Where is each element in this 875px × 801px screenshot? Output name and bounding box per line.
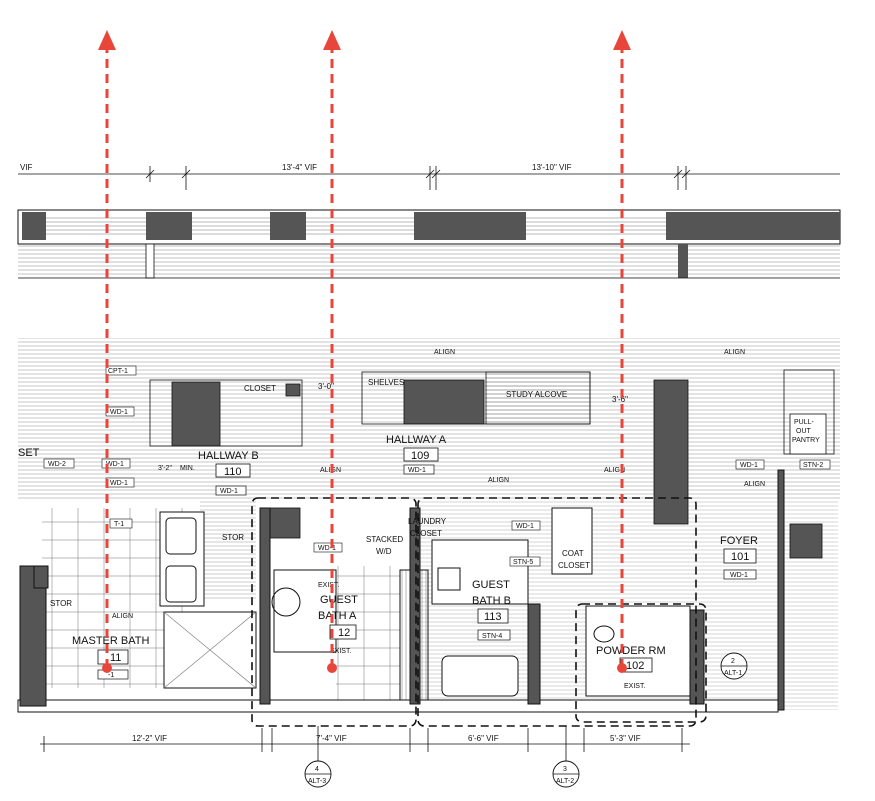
align-note-6: ALIGN [744, 481, 765, 488]
label-coat-1: COAT [562, 549, 584, 558]
label-min: MIN. [180, 465, 195, 472]
section-marker-4-sheet: ALT-3 [308, 778, 326, 785]
section-marker-3-number: 3 [563, 766, 567, 773]
room-foyer-number: 101 [731, 551, 749, 563]
tag-wd-1-f: WD-1 [740, 462, 758, 469]
label-stacked-2: W/D [376, 547, 392, 556]
label-pantry-3: PANTRY [792, 437, 820, 444]
label-dim-3-2: 3'-2" [158, 465, 172, 472]
room-master-bath-name: MASTER BATH [72, 635, 149, 647]
room-foyer-finish: WD-1 [730, 572, 748, 579]
room-hallway-a-name: HALLWAY A [386, 434, 447, 446]
label-coat-2: CLOSET [558, 561, 590, 570]
label-laundry-1: LAUNDRY [408, 517, 447, 526]
label-dim-3-6: 3'-6" [612, 395, 628, 404]
tag-wd-1-c: WD-1 [110, 480, 128, 487]
bottom-dim-2: 7'-4" VIF [316, 734, 347, 743]
interior-walls [171, 379, 823, 559]
tag-cpt-1: CPT-1 [108, 368, 128, 375]
exist-note-1: EXIST. [318, 582, 339, 589]
arrow-heads [98, 30, 631, 50]
room-hallway-a-finish: WD-1 [408, 467, 426, 474]
dashed-boundaries [251, 497, 707, 727]
bottom-dimension-line [40, 728, 690, 752]
room-guest-bath-a-line1: GUEST [320, 594, 358, 606]
exterior-wall [17, 209, 841, 279]
room-hallway-b-name: HALLWAY B [198, 450, 259, 462]
arrow-head-middle [323, 30, 341, 50]
room-master-bath-number: 11 [110, 652, 121, 664]
label-pantry-1: PULL- [794, 419, 815, 426]
room-guest-bath-a-line2: BATH A [318, 610, 357, 622]
tag-wd-1-b: WD-1 [106, 461, 124, 468]
tag-wd-1-d: WD-1 [318, 545, 336, 552]
bottom-dim-3: 6'-6" VIF [468, 734, 499, 743]
room-hallway-a-number: 109 [411, 450, 429, 462]
top-dimension-line [18, 166, 840, 190]
room-master-bath-finish: -1 [108, 672, 114, 679]
top-dim-mid: 13'-4" VIF [282, 163, 317, 172]
align-note-4: ALIGN [488, 477, 509, 484]
tag-t-1: T-1 [114, 521, 124, 528]
section-marker-4-number: 4 [315, 766, 319, 773]
bathroom-zone [42, 507, 691, 706]
top-dim-left: VIF [20, 163, 33, 172]
arrow-origins[interactable] [102, 663, 627, 673]
room-guest-bath-b-number: 113 [484, 611, 502, 623]
label-pantry-2: OUT [796, 428, 812, 435]
section-marker-4[interactable]: 4 ALT-3 [304, 726, 332, 788]
room-guest-bath-b-line2: BATH B [472, 595, 511, 607]
align-note-2: ALIGN [724, 349, 745, 356]
label-stacked-1: STACKED [366, 535, 403, 544]
closet-outlines [149, 369, 835, 455]
room-guest-bath-b-line1: GUEST [472, 579, 510, 591]
tag-stn-5: STN-5 [513, 559, 533, 566]
label-stor-2: STOR [50, 599, 72, 608]
tag-wd-1-e: WD-1 [516, 523, 534, 530]
room-powder-rm-name: POWDER RM [596, 645, 666, 657]
red-arrows [105, 50, 624, 668]
align-note-5: ALIGN [604, 467, 625, 474]
tag-wd-2: WD-2 [48, 461, 66, 468]
room-hallway-b-finish: WD-1 [220, 488, 238, 495]
arrow-origin-right[interactable] [617, 663, 627, 673]
label-study-alcove: STUDY ALCOVE [506, 390, 567, 399]
section-marker-2-sheet: ALT-1 [724, 670, 742, 677]
room-guest-bath-a-number: 12 [338, 627, 350, 639]
section-marker-3-sheet: ALT-2 [556, 778, 574, 785]
room-foyer-name: FOYER [720, 535, 758, 547]
section-marker-2[interactable]: 2 ALT-1 [720, 652, 748, 680]
label-dim-3-0: 3'-0" [318, 382, 334, 391]
align-note-1: ALIGN [434, 349, 455, 356]
room-guest-bath-b-finish: STN-4 [482, 633, 502, 640]
bottom-dim-1: 12'-2" VIF [132, 734, 167, 743]
arrow-head-right [613, 30, 631, 50]
top-dim-right: 13'-10" VIF [532, 163, 572, 172]
section-marker-3[interactable]: 3 ALT-2 [552, 726, 580, 788]
room-hallway-b-number: 110 [224, 466, 242, 478]
bottom-dim-4: 5'-3" VIF [610, 734, 641, 743]
label-shelves: SHELVES [368, 378, 404, 387]
room-powder-rm-number: 102 [626, 660, 644, 672]
tag-stn-2: STN-2 [803, 462, 823, 469]
arrow-origin-middle[interactable] [327, 663, 337, 673]
exist-note-2: EXIST. [330, 648, 351, 655]
align-note-7: ALIGN [112, 613, 133, 620]
tag-wd-1-a: WD-1 [110, 409, 128, 416]
arrow-head-left [98, 30, 116, 50]
label-closet: CLOSET [244, 384, 276, 393]
section-marker-2-number: 2 [731, 658, 735, 665]
label-stor-1: STOR [222, 533, 244, 542]
bottom-wall [17, 469, 785, 713]
label-laundry-2: CLOSET [410, 529, 442, 538]
exist-note-3: EXIST. [624, 683, 645, 690]
arrow-origin-left[interactable] [102, 663, 112, 673]
room-set-label: SET [18, 447, 40, 459]
